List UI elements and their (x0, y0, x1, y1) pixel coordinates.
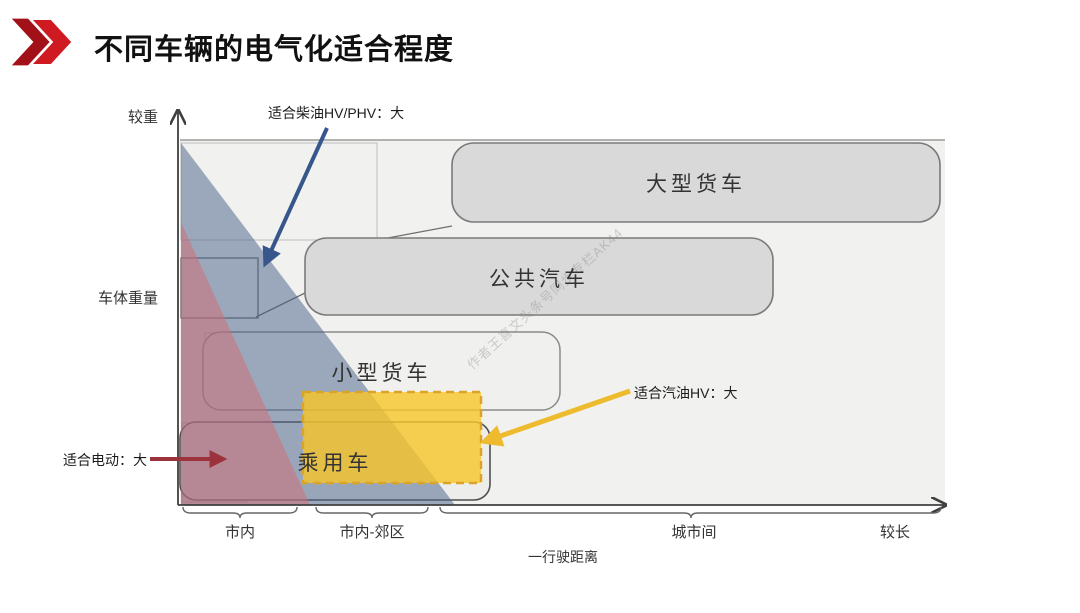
x-segment-intercity: 城市间 (671, 524, 717, 541)
label-large-truck: 大型货车 (646, 173, 746, 196)
gasoline-arrow (479, 388, 631, 447)
region-gasoline-hv (301, 390, 483, 485)
x-segment-city: 市内 (224, 524, 255, 541)
electric-annotation: 适合电动：大 (63, 452, 147, 468)
brace-intercity (439, 506, 942, 519)
red-chevrons-icon (11, 17, 75, 67)
label-small-truck: 小型货车 (331, 362, 432, 385)
x-axis-title: 一行驶距离 (528, 549, 598, 565)
diesel-annotation: 适合柴油HV/PHV：大 (268, 105, 405, 121)
x-end-label: 较长 (879, 524, 910, 541)
page-title: 不同车辆的电气化适合程度 (94, 34, 455, 66)
y-axis-title: 车体重量 (98, 290, 159, 307)
region-electric (181, 222, 310, 505)
diesel-arrow (262, 127, 329, 268)
y-axis-top-label: 较重 (128, 109, 159, 126)
label-passenger-car: 乘用车 (297, 452, 373, 475)
gasoline-annotation: 适合汽油HV：大 (634, 385, 738, 401)
box-large-truck (451, 142, 941, 223)
brace-city (182, 506, 298, 519)
box-bus (304, 237, 774, 316)
label-bus: 公共汽车 (489, 268, 589, 291)
brace-city-suburb (315, 506, 429, 519)
x-segment-city-suburb: 市内-郊区 (339, 524, 405, 541)
